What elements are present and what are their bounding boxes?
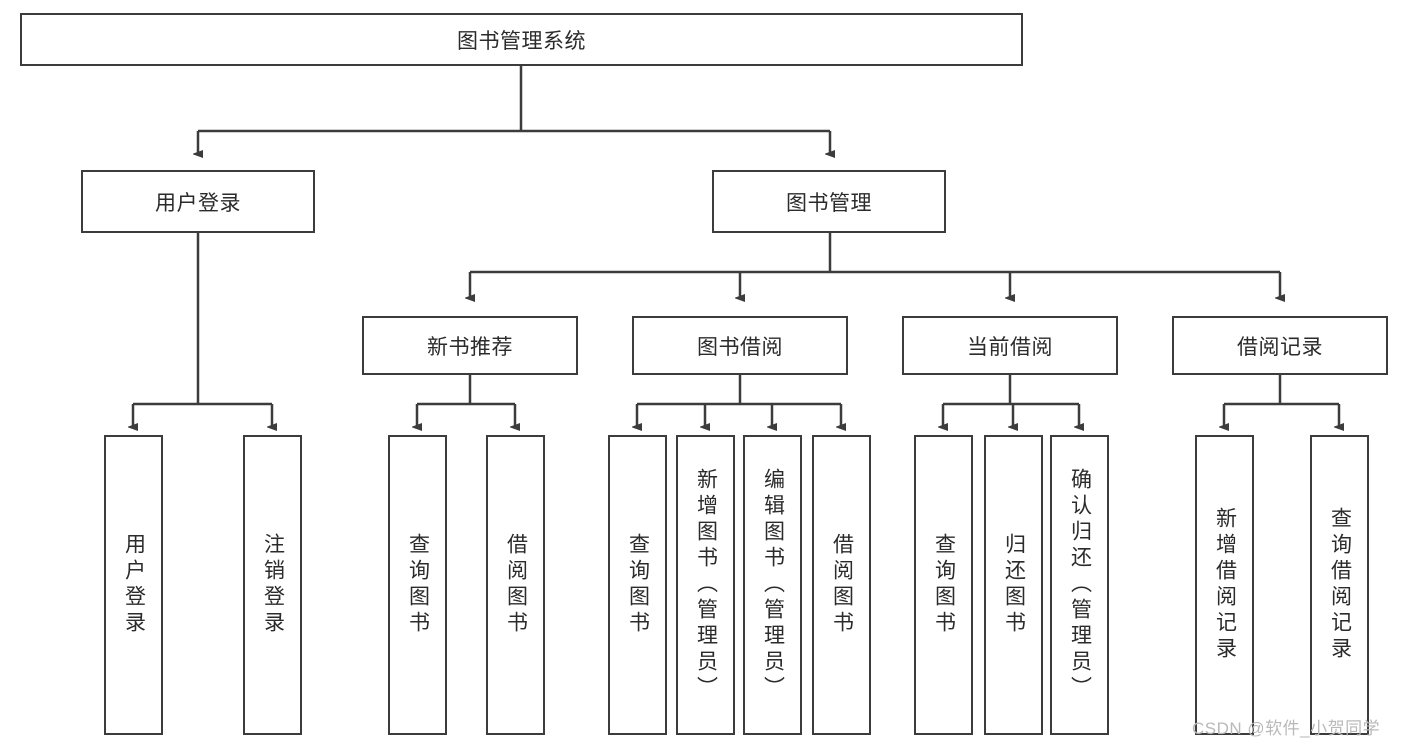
leaf-borrow-record-add-record[interactable]: 新增借阅记录 <box>1195 435 1254 735</box>
node-label: 图书管理 <box>786 191 872 215</box>
leaf-book-borrow-query-book[interactable]: 查询图书 <box>608 435 667 735</box>
leaf-borrow-record-query-record[interactable]: 查询借阅记录 <box>1310 435 1369 735</box>
node-book-management-system[interactable]: 图书管理系统 <box>20 13 1023 66</box>
node-label: 借阅图书 <box>504 533 528 637</box>
leaf-user-login-logout[interactable]: 注销登录 <box>243 435 302 735</box>
node-user-login[interactable]: 用户登录 <box>81 170 315 233</box>
node-label: 当前借阅 <box>967 335 1053 359</box>
watermark-text: CSDN @软件_小贺同学 <box>1192 719 1381 738</box>
node-label: 查询图书 <box>626 533 650 637</box>
node-label: 查询借阅记录 <box>1328 507 1352 663</box>
node-label: 编辑图书（管理员） <box>761 468 785 702</box>
leaf-book-borrow-borrow-book[interactable]: 借阅图书 <box>812 435 871 735</box>
node-label: 新增图书（管理员） <box>694 468 718 702</box>
node-label: 图书借阅 <box>697 335 783 359</box>
node-label: 借阅记录 <box>1237 335 1323 359</box>
node-borrow-record[interactable]: 借阅记录 <box>1172 316 1388 375</box>
leaf-user-login-login[interactable]: 用户登录 <box>104 435 163 735</box>
node-label: 注销登录 <box>261 533 285 637</box>
node-book-borrow[interactable]: 图书借阅 <box>632 316 848 375</box>
node-label: 新书推荐 <box>427 335 513 359</box>
node-label: 图书管理系统 <box>457 29 586 53</box>
node-label: 借阅图书 <box>830 533 854 637</box>
node-new-book-recommend[interactable]: 新书推荐 <box>362 316 578 375</box>
leaf-current-borrow-confirm-return-admin[interactable]: 确认归还（管理员） <box>1050 435 1109 735</box>
leaf-book-borrow-add-book-admin[interactable]: 新增图书（管理员） <box>676 435 735 735</box>
node-label: 归还图书 <box>1002 533 1026 637</box>
node-label: 确认归还（管理员） <box>1068 468 1092 702</box>
leaf-book-borrow-edit-book-admin[interactable]: 编辑图书（管理员） <box>743 435 802 735</box>
leaf-new-book-borrow-book[interactable]: 借阅图书 <box>486 435 545 735</box>
node-book-management[interactable]: 图书管理 <box>712 170 946 233</box>
node-label: 查询图书 <box>406 533 430 637</box>
leaf-current-borrow-return-book[interactable]: 归还图书 <box>984 435 1043 735</box>
node-label: 查询图书 <box>932 533 956 637</box>
node-label: 新增借阅记录 <box>1213 507 1237 663</box>
node-label: 用户登录 <box>155 191 241 215</box>
node-current-borrow[interactable]: 当前借阅 <box>902 316 1118 375</box>
leaf-new-book-query-book[interactable]: 查询图书 <box>388 435 447 735</box>
leaf-current-borrow-query-book[interactable]: 查询图书 <box>914 435 973 735</box>
node-label: 用户登录 <box>122 533 146 637</box>
